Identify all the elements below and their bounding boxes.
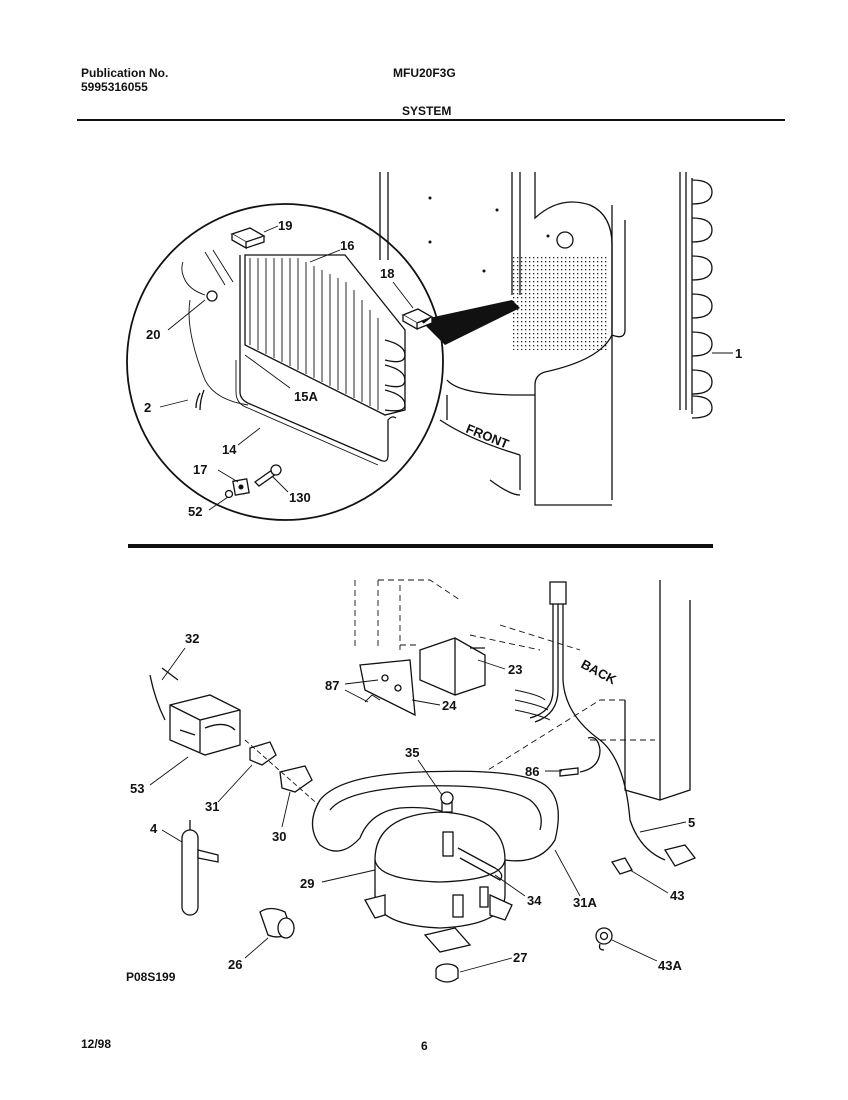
page-number: 6 xyxy=(421,1039,428,1053)
callout-20: 20 xyxy=(146,327,160,342)
callout-86: 86 xyxy=(525,764,539,779)
callout-23: 23 xyxy=(508,662,522,677)
callout-31: 31 xyxy=(205,799,219,814)
bottom-callout-labels: 32 87 23 24 53 31 30 35 86 5 4 29 34 31A… xyxy=(130,631,695,973)
callout-24: 24 xyxy=(442,698,457,713)
cabinet-interior-drawing: FRONT xyxy=(379,172,626,506)
filter-drier-4 xyxy=(181,820,219,916)
machine-compartment-drawing: BACK xyxy=(354,579,691,801)
callout-18: 18 xyxy=(380,266,394,281)
callout-4: 4 xyxy=(150,821,158,836)
section-title: SYSTEM xyxy=(402,104,452,118)
callout-34: 34 xyxy=(527,893,542,908)
wire-clip-32 xyxy=(149,667,179,721)
callout-31a: 31A xyxy=(573,895,597,910)
process-tube-34 xyxy=(442,831,454,857)
section-divider xyxy=(128,544,713,548)
callout-2: 2 xyxy=(144,400,151,415)
publication-label: Publication No. xyxy=(81,66,169,80)
callout-32: 32 xyxy=(185,631,199,646)
back-label: BACK xyxy=(579,656,620,687)
callout-43a: 43A xyxy=(658,958,682,973)
callout-5: 5 xyxy=(688,815,695,830)
wall-condenser-coil xyxy=(679,172,713,419)
footer-date: 12/98 xyxy=(81,1037,112,1051)
callout-29: 29 xyxy=(300,876,314,891)
callout-27: 27 xyxy=(513,950,527,965)
compressor-29 xyxy=(364,791,513,953)
callout-35: 35 xyxy=(405,745,419,760)
screw-86 xyxy=(559,767,579,777)
callout-15a: 15A xyxy=(294,389,318,404)
callout-19: 19 xyxy=(278,218,292,233)
front-label: FRONT xyxy=(464,421,511,452)
callout-52: 52 xyxy=(188,504,202,519)
clip-2 xyxy=(195,389,205,411)
callout-30: 30 xyxy=(272,829,286,844)
callout-17: 17 xyxy=(193,462,207,477)
header-rule xyxy=(77,119,785,121)
evaporator-assembly xyxy=(239,254,406,416)
relay-31 xyxy=(249,741,277,766)
callout-1: 1 xyxy=(735,346,742,361)
wiring-harness xyxy=(514,581,697,867)
callout-130: 130 xyxy=(289,490,311,505)
callout-87: 87 xyxy=(325,678,339,693)
callout-43: 43 xyxy=(670,888,684,903)
overload-30 xyxy=(279,765,313,793)
top-callout-labels: 19 16 18 20 15A 2 14 17 130 52 1 xyxy=(144,218,742,519)
callout-53: 53 xyxy=(130,781,144,796)
defrost-timer-23 xyxy=(419,637,486,696)
defrost-heater xyxy=(239,360,397,462)
figure-code: P08S199 xyxy=(126,970,176,984)
capacitor-26 xyxy=(259,907,295,939)
publication-number: 5995316055 xyxy=(81,80,148,94)
washer-52 xyxy=(224,489,234,499)
callout-26: 26 xyxy=(228,957,242,972)
defrost-terminator xyxy=(206,290,218,302)
callout-16: 16 xyxy=(340,238,354,253)
clamp-43 xyxy=(610,857,633,875)
model-number: MFU20F3G xyxy=(393,66,456,80)
detail-magnifier-circle xyxy=(126,203,444,521)
evaporator-recess-texture xyxy=(512,255,607,350)
relay-cover-53 xyxy=(169,694,241,756)
callout-14: 14 xyxy=(222,442,237,457)
bracket-24 xyxy=(359,659,416,717)
